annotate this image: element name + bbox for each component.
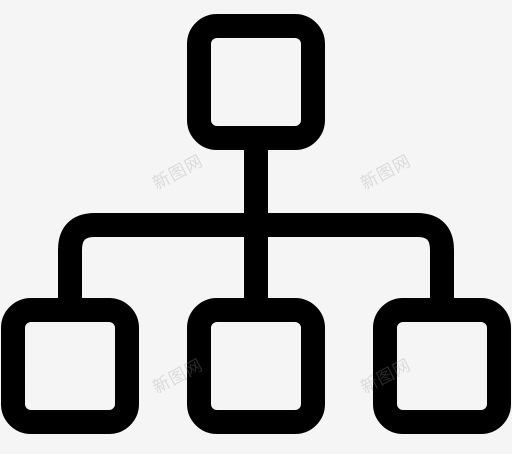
bottom-node-center [187,298,325,434]
bottom-node-left [1,298,139,434]
bottom-node-right [373,298,511,434]
connector-bus [58,213,454,310]
top-node [187,14,325,150]
